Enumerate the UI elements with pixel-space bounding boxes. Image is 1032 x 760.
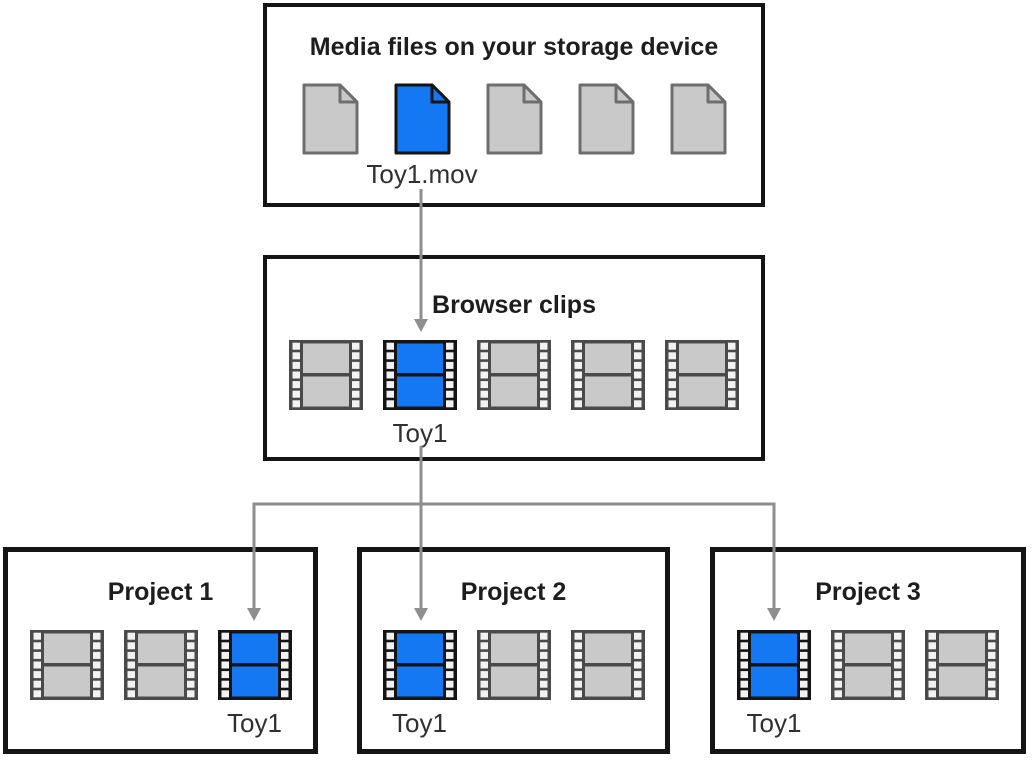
project-2-clips-row: Toy1 bbox=[362, 630, 665, 738]
project-1-box: Project 1 Toy1 bbox=[3, 547, 318, 754]
project-1-title: Project 1 bbox=[107, 578, 214, 606]
clip-label: Toy1 bbox=[392, 708, 447, 738]
document-file-icon bbox=[670, 83, 726, 155]
clip-highlighted: Toy1 bbox=[382, 630, 457, 738]
document-file-icon bbox=[302, 83, 358, 155]
media-file bbox=[302, 83, 359, 155]
clip bbox=[123, 630, 198, 700]
project-1-clips-row: Toy1 bbox=[8, 630, 313, 738]
clip bbox=[665, 340, 739, 410]
document-file-icon bbox=[486, 83, 542, 155]
clip bbox=[29, 630, 104, 700]
clip bbox=[925, 630, 999, 700]
browser-clips-box: Browser clips Toy1 bbox=[263, 255, 765, 461]
project-2-title: Project 2 bbox=[460, 578, 567, 606]
film-clip-icon bbox=[570, 630, 645, 700]
film-clip-icon bbox=[477, 340, 551, 410]
film-clip-icon bbox=[571, 340, 645, 410]
clip-highlighted: Toy1 bbox=[383, 340, 457, 448]
clip bbox=[570, 630, 645, 700]
film-clip-icon bbox=[217, 630, 292, 700]
film-clip-icon bbox=[925, 630, 999, 700]
film-clip-icon bbox=[737, 630, 811, 700]
media-file-label: Toy1.mov bbox=[366, 159, 478, 189]
film-clip-icon bbox=[665, 340, 739, 410]
document-file-icon bbox=[578, 83, 634, 155]
storage-box-title: Media files on your storage device bbox=[309, 33, 719, 61]
project-3-box: Project 3 Toy1 bbox=[710, 547, 1026, 754]
project-3-clips-row: Toy1 bbox=[715, 630, 1021, 738]
clip bbox=[476, 630, 551, 700]
clip-highlighted: Toy1 bbox=[737, 630, 811, 738]
clip-label: Toy1 bbox=[392, 418, 448, 448]
film-clip-icon bbox=[831, 630, 905, 700]
film-clip-icon bbox=[123, 630, 198, 700]
film-clip-icon bbox=[382, 630, 457, 700]
film-clip-icon bbox=[289, 340, 363, 410]
clip bbox=[477, 340, 551, 410]
browser-clips-row: Toy1 bbox=[267, 340, 761, 448]
clip bbox=[289, 340, 363, 410]
film-clip-icon bbox=[383, 340, 457, 410]
film-clip-icon bbox=[476, 630, 551, 700]
clip bbox=[831, 630, 905, 700]
media-file-highlighted: Toy1.mov bbox=[366, 83, 478, 189]
film-clip-icon bbox=[29, 630, 104, 700]
document-file-icon bbox=[394, 83, 450, 155]
clip-label: Toy1 bbox=[746, 708, 802, 738]
project-2-box: Project 2 Toy1 bbox=[357, 547, 670, 754]
project-3-title: Project 3 bbox=[815, 578, 921, 606]
media-file bbox=[670, 83, 727, 155]
clip-highlighted: Toy1 bbox=[217, 630, 292, 738]
media-file bbox=[486, 83, 543, 155]
media-files-row: Toy1.mov bbox=[267, 83, 761, 189]
clip-label: Toy1 bbox=[227, 708, 282, 738]
browser-box-title: Browser clips bbox=[432, 291, 596, 319]
clip bbox=[571, 340, 645, 410]
media-file bbox=[578, 83, 635, 155]
storage-device-box: Media files on your storage device Toy1.… bbox=[263, 3, 765, 207]
